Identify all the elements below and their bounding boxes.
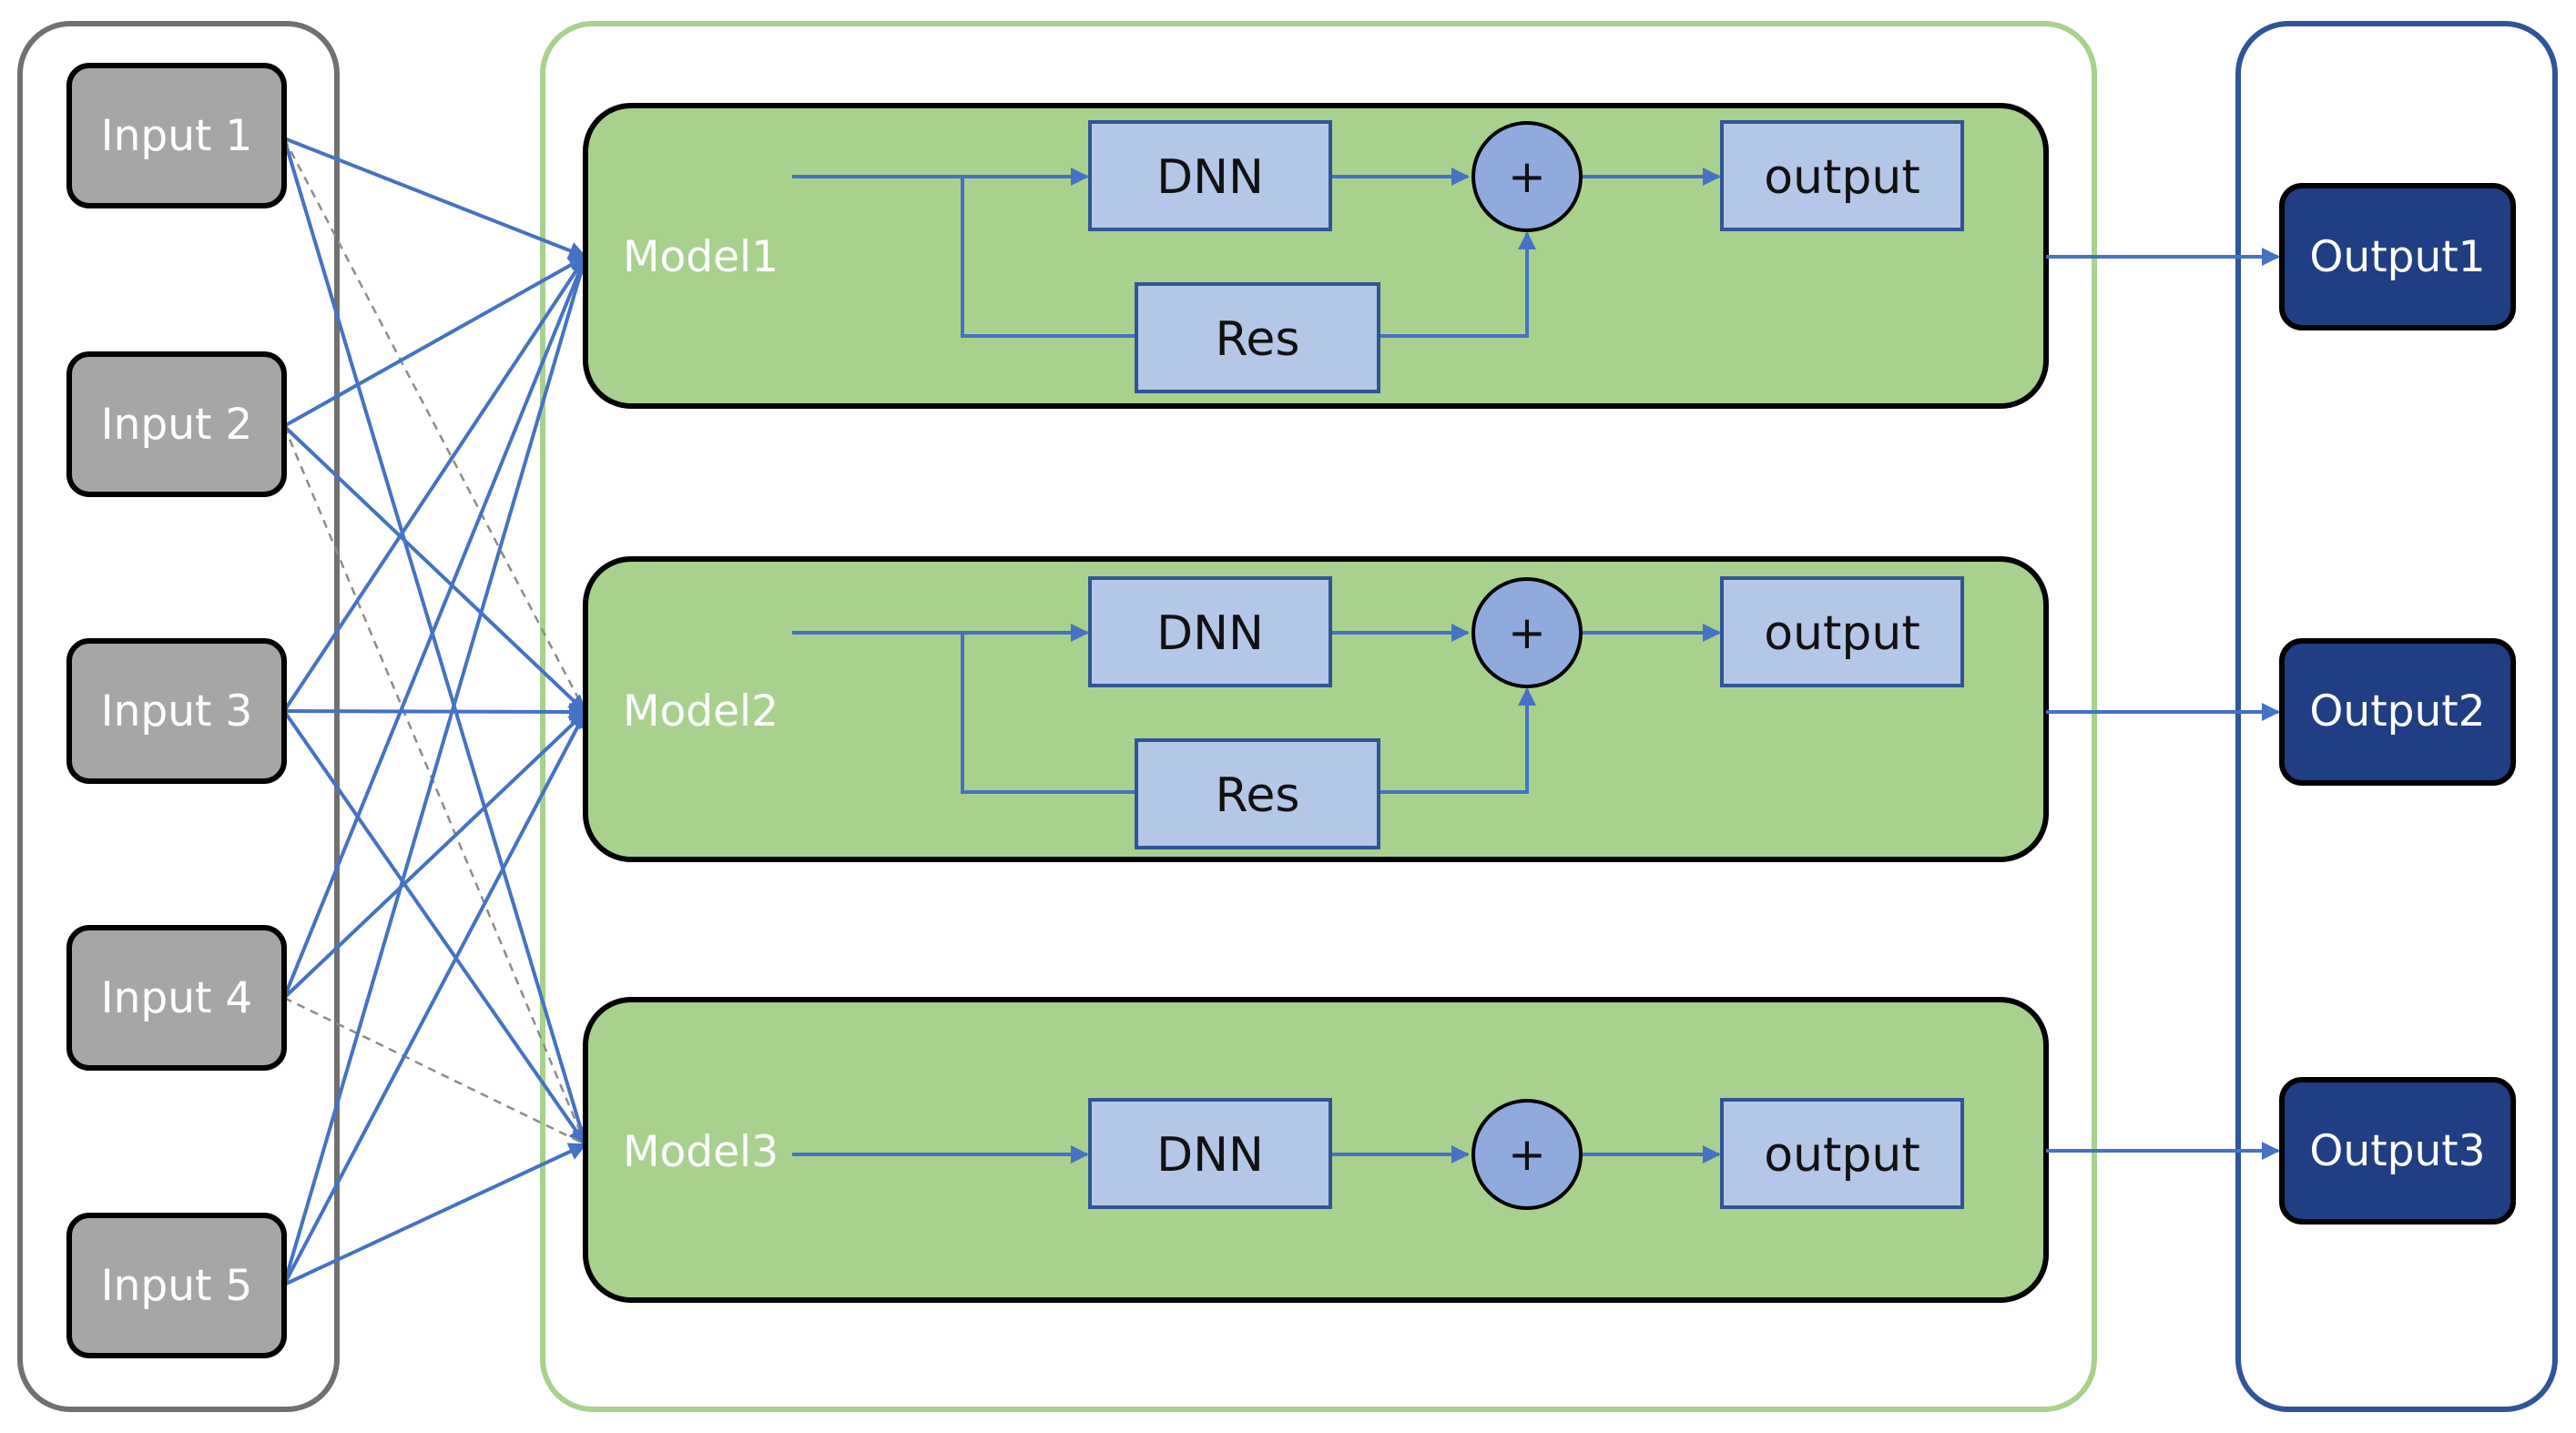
model2-res-label: Res [1216, 768, 1300, 823]
model3-output-box [1720, 1098, 1964, 1209]
model3-plus-label: + [1508, 1128, 1546, 1181]
connector-input1-model2 [282, 137, 587, 713]
input-1-node [66, 63, 287, 208]
connector-input3-model3 [282, 709, 587, 1146]
model1-label: Model1 [623, 232, 779, 282]
input-2-node [66, 351, 287, 497]
connector-input1-model3 [282, 137, 590, 1146]
model2-sum-node [1471, 577, 1583, 688]
model2-plus-label: + [1508, 606, 1546, 659]
output-1-node [2279, 183, 2516, 330]
connector-input5-model2 [282, 710, 587, 1286]
connector-input3-model1 [282, 255, 587, 713]
connector-input2-model2 [282, 424, 587, 714]
input-model-connectors [282, 137, 590, 1286]
model2-dnn-label: DNN [1156, 606, 1264, 661]
connector-input3-model2 [283, 702, 587, 721]
connector-input4-model3 [283, 996, 586, 1146]
model1-dnn-label: DNN [1156, 150, 1264, 205]
model-output-connectors [2046, 248, 2280, 1160]
input-5-node [66, 1213, 287, 1358]
model3-dnn-label: DNN [1156, 1128, 1264, 1183]
model1-plus-label: + [1508, 150, 1546, 203]
model3-sum-node [1471, 1099, 1583, 1210]
model1-res-box [1135, 282, 1380, 393]
model1-output-label: output [1764, 150, 1920, 205]
connector-input5-model3 [283, 1143, 587, 1286]
connector-input2-model1 [283, 255, 587, 428]
output-1-label: Output1 [2309, 232, 2485, 282]
model3-label: Model3 [623, 1127, 779, 1177]
connector-input4-model1 [282, 255, 588, 999]
model2-label: Model2 [623, 686, 779, 737]
model1-sum-node [1471, 121, 1583, 232]
output-2-label: Output2 [2309, 686, 2485, 737]
output-3-label: Output3 [2309, 1126, 2485, 1176]
model2-flow-lines [792, 624, 1721, 794]
model3-dnn-box [1088, 1098, 1332, 1209]
model1-res-label: Res [1216, 312, 1300, 367]
input-4-label: Input 4 [101, 973, 253, 1023]
model3-output-label: output [1764, 1128, 1920, 1183]
model2-res-box [1135, 738, 1380, 849]
output-3-node [2279, 1077, 2516, 1225]
output-2-node [2279, 638, 2516, 786]
model1-flow-lines [792, 168, 1721, 338]
model2-output-box [1720, 576, 1964, 687]
connector-input5-model1 [282, 255, 590, 1286]
input-3-node [66, 638, 287, 784]
connector-input4-model2 [282, 710, 587, 1000]
input-3-label: Input 3 [101, 686, 253, 737]
model2-output-label: output [1764, 606, 1920, 661]
model2-dnn-box [1088, 576, 1332, 687]
model1-dnn-box [1088, 120, 1332, 231]
input-4-node [66, 925, 287, 1071]
input-1-label: Input 1 [101, 111, 253, 161]
input-5-label: Input 5 [101, 1261, 253, 1311]
connector-input1-model1 [283, 137, 587, 259]
model1-output-box [1720, 120, 1964, 231]
input-2-label: Input 2 [101, 400, 253, 450]
